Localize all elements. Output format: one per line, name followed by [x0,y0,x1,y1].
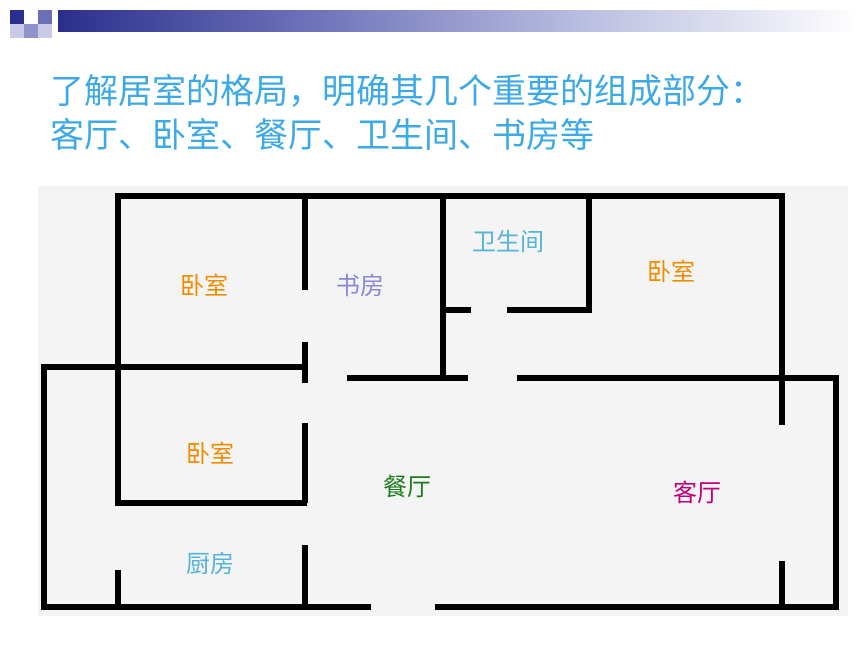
room-labels: 卧室 书房 卫生间 卧室 卧室 餐厅 客厅 厨房 [180,228,721,578]
room-label-kitchen: 厨房 [186,550,234,578]
heading-line-2: 客厅、卧室、餐厅、卫生间、书房等 [50,116,594,156]
walls [41,193,839,610]
title-banner [0,0,860,40]
banner-square [24,24,38,38]
room-label-bedroom-1: 卧室 [180,272,228,300]
banner-square [24,10,38,24]
banner-square [38,24,52,38]
room-label-bathroom: 卫生间 [472,228,544,256]
room-label-bedroom-2: 卧室 [647,258,695,286]
banner-square [38,10,52,24]
banner-square [10,10,24,24]
banner-square [10,24,24,38]
room-label-bedroom-3: 卧室 [186,440,234,468]
room-label-living: 客厅 [673,479,721,507]
room-label-study: 书房 [336,272,384,300]
banner-gradient-bar [58,10,860,32]
page-heading: 了解居室的格局，明确其几个重要的组成部分： 客厅、卧室、餐厅、卫生间、书房等 [50,70,850,158]
room-label-dining: 餐厅 [383,473,431,501]
heading-line-1: 了解居室的格局，明确其几个重要的组成部分： [50,72,764,112]
